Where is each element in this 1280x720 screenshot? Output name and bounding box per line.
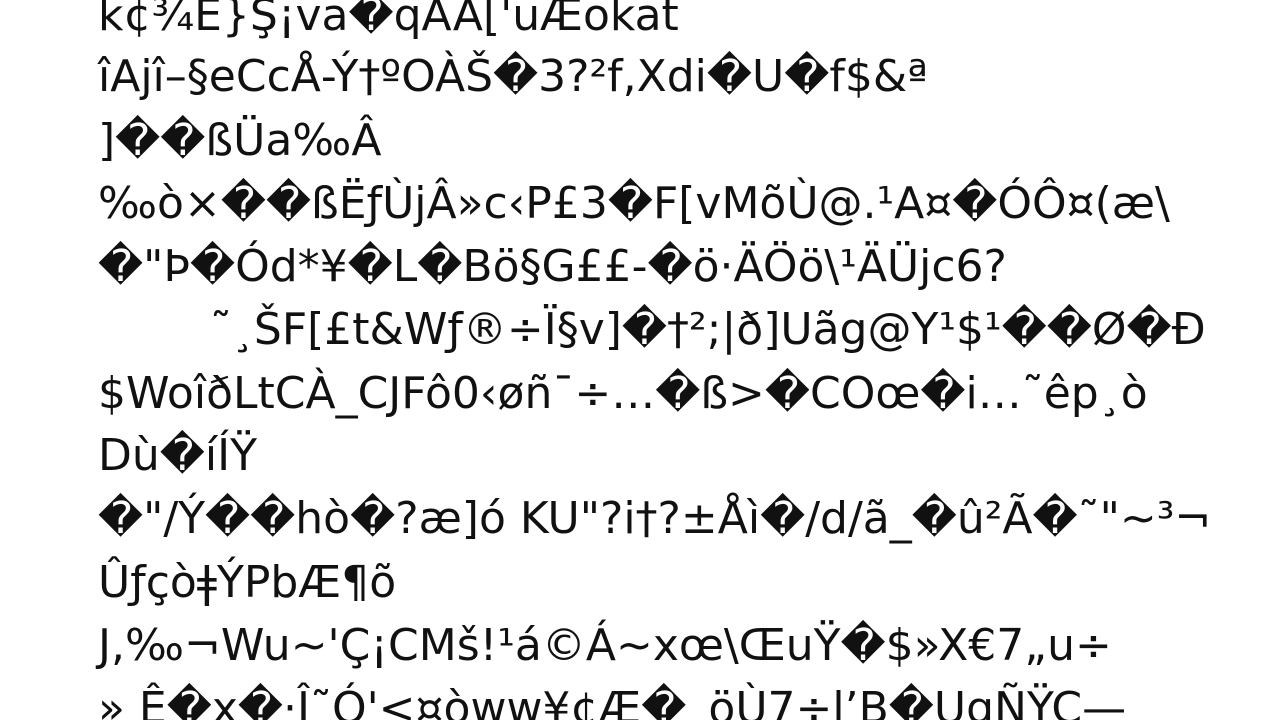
- text-line-4: ‰ò×��ßËƒÙjÂ»c‹P£3�F[vMõÙ@.¹A¤�ÓÔ¤(æ\: [98, 178, 1170, 229]
- text-line-7: $WoîðLtCÀ_CJFô0‹øñ¯÷…�ß>�COœ�i…˜êp¸ò: [98, 368, 1148, 419]
- text-line-1: k¢¾E}Ş¡va�qAA['uÆokat: [98, 0, 679, 41]
- text-line-12: » Ê�x�·Î˜Ó'<¤òww¥¢Æ�_öÙ7÷l’B�UgÑŸC—: [98, 683, 1127, 720]
- text-line-11: J,‰¬Wu~'Ç¡CMš!¹á©Á~xœ\ŒuŸ�$»X€7„u÷: [98, 620, 1112, 671]
- text-line-9: �"/Ý��hò�?æ]ó KU"?i†?±Åì�/d/ã_�û²Ã�˜"~³¬: [98, 493, 1212, 544]
- text-line-8: Dù�íÍŸ: [98, 430, 257, 481]
- text-line-3: ]��ßÜa‰Â: [98, 115, 382, 166]
- text-line-5: �"Þ�Ód*¥�L�Bö§G££-�ö·ÄÖö\¹ÄÜjc6?: [98, 241, 1007, 292]
- text-line-10: ÛƒçòǂÝPbÆ¶õ: [98, 557, 397, 608]
- text-line-6: ˜¸ŠF[£t&Wƒ®÷Ï§v]�†²;|ð]Uãg@Y¹$¹��Ø�Đ: [98, 304, 1206, 355]
- text-line-2: îAjî–§eCcÅ-Ý†ºOÀŠ�3?²f,Xdi�U�f$&ª: [98, 51, 928, 102]
